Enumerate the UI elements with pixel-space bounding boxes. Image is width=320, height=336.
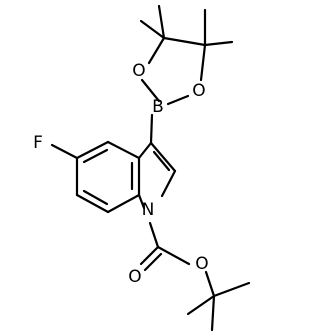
bond-c3-c2 [149,141,177,173]
bond-c4-c5-inner [82,148,109,164]
bond-ctbu-me1 [210,294,216,332]
bond-c4p-me2 [139,19,166,40]
bond-c4p-me1 [157,4,166,40]
chemical-structure: F N B O O O O [33,4,251,332]
bond-c2-n1 [160,169,177,198]
bond-c4-c5 [75,140,110,160]
ester-oxygen-label: O [195,254,208,274]
bond-b-o1 [140,78,161,103]
bond-c5p-me2 [203,40,234,47]
bond-c5-f [50,143,79,160]
bond-c5p-o2 [199,43,207,82]
indole-nitrogen-label: N [142,200,155,220]
bonds [50,4,251,332]
bond-c6-c7 [75,193,110,214]
bond-c7-c7a [106,193,141,214]
ring-oxygen-left-label: O [132,61,145,81]
bond-oester-ctbu [204,270,216,298]
bond-carbonyl-oeq-2 [143,252,163,272]
bond-c6-c7-inner [82,189,109,206]
bond-c3-b [149,113,154,145]
carbonyl-oxygen-label: O [128,267,141,287]
bond-b-o2 [166,94,190,106]
bond-c3a-c3 [137,141,153,160]
bond-c4p-c5p [162,36,207,47]
bond-o1-c4p [147,36,166,65]
bond-ctbu-me3 [212,281,251,298]
boron-label: B [152,97,164,117]
bond-n1-c7a [137,193,146,210]
atom-labels: F N B O O O O [33,61,209,287]
bond-n1-carbonyl [148,221,160,249]
bond-carbonyl-oeq [139,245,160,266]
ring-oxygen-right-label: O [192,81,205,101]
bond-ctbu-me2 [186,294,216,316]
bond-c2-c3-inner [152,150,171,172]
bond-c3a-c4 [106,140,141,160]
bond-carbonyl-oester [156,245,191,266]
fluorine-label: F [33,133,43,153]
